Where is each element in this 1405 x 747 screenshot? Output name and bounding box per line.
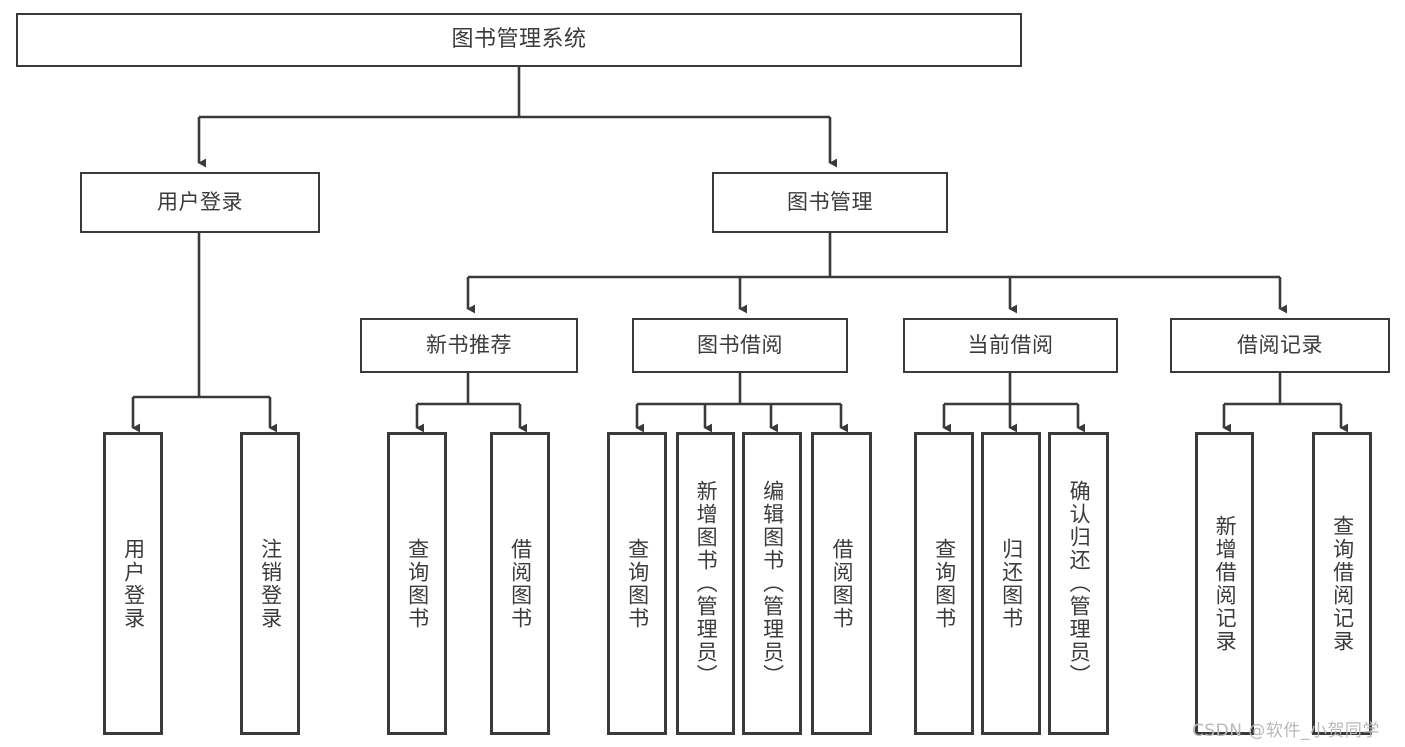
leaf-record-query[interactable]: 查询借阅记录 [1312, 432, 1372, 735]
node-label: 注销登录 [258, 537, 283, 630]
node-label: 图书管理系统 [451, 27, 587, 53]
leaf-current-confirm-return[interactable]: 确认归还（管理员） [1048, 432, 1109, 735]
node-label: 新增图书（管理员） [694, 480, 719, 687]
node-new-book-recommend[interactable]: 新书推荐 [360, 318, 578, 373]
leaf-user-login-login[interactable]: 用户登录 [103, 432, 163, 735]
node-label: 确认归还（管理员） [1067, 480, 1092, 687]
leaf-new-book-query[interactable]: 查询图书 [387, 432, 447, 735]
node-label: 查询图书 [625, 537, 650, 630]
leaf-borrow-borrow-book[interactable]: 借阅图书 [811, 432, 872, 735]
leaf-borrow-query-book[interactable]: 查询图书 [607, 432, 667, 735]
node-label: 新增借阅记录 [1213, 514, 1238, 653]
node-book-management[interactable]: 图书管理 [712, 172, 948, 233]
node-label: 查询图书 [405, 537, 430, 630]
node-current-borrow[interactable]: 当前借阅 [903, 318, 1118, 373]
leaf-new-book-borrow[interactable]: 借阅图书 [490, 432, 550, 735]
node-label: 借阅记录 [1237, 333, 1323, 358]
leaf-borrow-add-book[interactable]: 新增图书（管理员） [676, 432, 735, 735]
node-label: 借阅图书 [830, 537, 855, 630]
node-label: 查询借阅记录 [1330, 514, 1355, 653]
leaf-current-query-book[interactable]: 查询图书 [914, 432, 974, 735]
leaf-current-return-book[interactable]: 归还图书 [981, 432, 1041, 735]
node-label: 图书管理 [787, 190, 873, 215]
node-label: 新书推荐 [426, 333, 512, 358]
node-root-system[interactable]: 图书管理系统 [16, 13, 1022, 67]
node-label: 图书借阅 [697, 333, 783, 358]
node-user-login[interactable]: 用户登录 [80, 172, 320, 233]
node-label: 编辑图书（管理员） [760, 480, 785, 687]
leaf-user-login-logout[interactable]: 注销登录 [240, 432, 300, 735]
leaf-borrow-edit-book[interactable]: 编辑图书（管理员） [742, 432, 802, 735]
node-label: 当前借阅 [967, 333, 1054, 358]
node-label: 用户登录 [121, 537, 146, 630]
node-book-borrow[interactable]: 图书借阅 [632, 318, 848, 373]
leaf-record-add[interactable]: 新增借阅记录 [1195, 432, 1254, 735]
node-label: 用户登录 [157, 190, 243, 215]
node-borrow-record[interactable]: 借阅记录 [1170, 318, 1390, 373]
node-label: 归还图书 [999, 537, 1024, 630]
watermark-text: CSDN @软件_小贺同学 [1192, 721, 1380, 741]
node-label: 查询图书 [932, 537, 957, 630]
node-label: 借阅图书 [508, 537, 533, 630]
